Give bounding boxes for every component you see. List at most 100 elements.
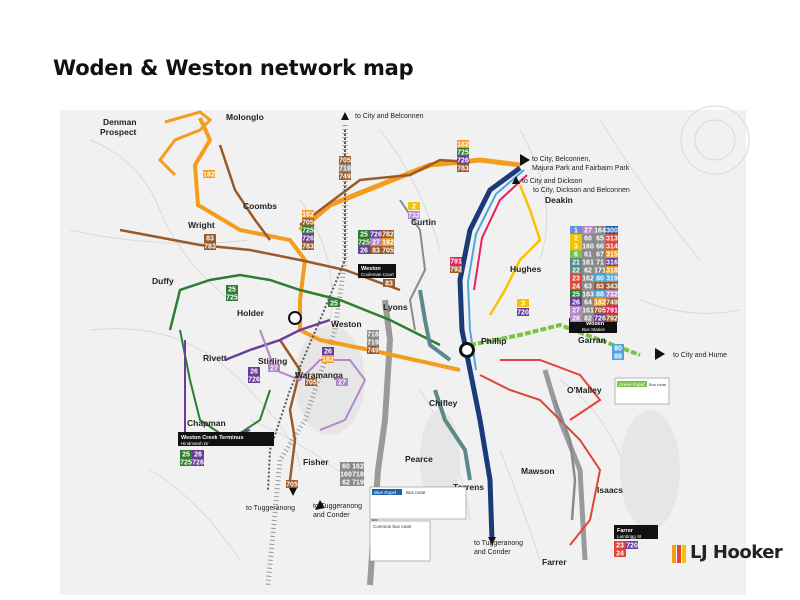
route-number: 705 bbox=[302, 219, 314, 226]
route-box-weston-25: 25 bbox=[328, 299, 340, 307]
route-number: 27 bbox=[372, 239, 380, 246]
suburb-weston: Weston bbox=[331, 319, 362, 329]
route-number: 162 bbox=[352, 463, 364, 470]
route-number: 182 bbox=[457, 141, 469, 148]
route-number: 80 bbox=[614, 345, 622, 352]
route-box-bg bbox=[328, 299, 340, 307]
route-number: 318 bbox=[606, 267, 618, 274]
station-weston-marker bbox=[288, 311, 302, 325]
route-number: 66 bbox=[596, 243, 604, 250]
route-box-bg bbox=[352, 470, 364, 478]
route-number: 2 bbox=[574, 235, 578, 242]
route-box-bg bbox=[358, 238, 370, 246]
dest-tuggeranong: to Tuggeranong bbox=[246, 505, 295, 512]
route-number: 71 bbox=[596, 259, 604, 266]
route-box-bg bbox=[358, 230, 370, 238]
route-box-bg bbox=[582, 226, 594, 234]
route-number: 80 bbox=[596, 275, 604, 282]
route-orange-west bbox=[192, 117, 461, 372]
route-box-bg bbox=[340, 470, 352, 478]
route-number: 63 bbox=[584, 283, 592, 290]
route-box-bg bbox=[180, 450, 192, 458]
svg-text:Cooleman Court: Cooleman Court bbox=[361, 272, 395, 277]
dest-city-hume: to City and Hume bbox=[673, 352, 727, 359]
route-box-bg bbox=[226, 293, 238, 301]
route-purple-rivett bbox=[224, 318, 331, 362]
route-number: 61 bbox=[584, 251, 592, 258]
svg-text:Bus route: Bus route bbox=[406, 490, 426, 495]
route-box-bg bbox=[408, 211, 420, 219]
route-pink bbox=[473, 174, 528, 291]
route-box-bg bbox=[614, 541, 626, 549]
route-box-bg bbox=[594, 298, 606, 306]
route-number: 22 bbox=[572, 267, 580, 274]
route-number: 182 bbox=[322, 356, 334, 363]
route-number: 315 bbox=[606, 251, 618, 258]
route-red-omalley bbox=[500, 359, 602, 421]
route-box-curtin-2: 2 bbox=[408, 202, 420, 210]
route-teal-chifley bbox=[433, 389, 472, 481]
route-box-bg bbox=[383, 279, 395, 287]
route-box-bg bbox=[192, 450, 204, 458]
brand-name: LJ Hooker bbox=[690, 542, 783, 563]
route-number: 26 bbox=[250, 368, 258, 375]
route-number: 83 bbox=[596, 283, 604, 290]
route-box-bg bbox=[594, 266, 606, 274]
suburb-wright: Wright bbox=[188, 220, 215, 230]
route-number: 319 bbox=[606, 275, 618, 282]
stop-farrer: Farrer Lambrigg St bbox=[614, 525, 658, 539]
route-box-bg bbox=[606, 298, 618, 306]
route-box-bg bbox=[582, 258, 594, 266]
route-number: 2 bbox=[412, 203, 416, 210]
route-box-bg bbox=[606, 234, 618, 242]
arrow-city-dickson bbox=[512, 176, 520, 184]
route-number: 725 bbox=[457, 149, 469, 156]
route-box-bg bbox=[594, 282, 606, 290]
suburb-holder: Holder bbox=[237, 308, 265, 318]
route-box-bg bbox=[594, 314, 606, 322]
suburb-phillip: Phillip bbox=[481, 336, 507, 346]
road-main-grey bbox=[265, 125, 348, 586]
suburb-lyons: Lyons bbox=[383, 302, 408, 312]
route-box-bg bbox=[408, 202, 420, 210]
route-red-mawson bbox=[479, 374, 602, 546]
route-box-hughes-720: 720 bbox=[517, 308, 529, 316]
route-number: 749 bbox=[606, 299, 618, 306]
svg-text:Farrer: Farrer bbox=[617, 528, 634, 534]
route-box-bg bbox=[370, 246, 382, 254]
route-box-bg bbox=[570, 226, 582, 234]
route-number: 726 bbox=[370, 231, 382, 238]
route-number: 726 bbox=[302, 235, 314, 242]
route-box-bg bbox=[367, 330, 379, 338]
route-number: 725 bbox=[358, 239, 370, 246]
route-box-bg bbox=[606, 258, 618, 266]
route-number: 28 bbox=[572, 315, 580, 322]
route-box-bg bbox=[352, 478, 364, 486]
arrow-city-majura bbox=[520, 154, 530, 166]
svg-text:Blue Rapid: Blue Rapid bbox=[374, 490, 397, 495]
route-box-bg bbox=[268, 364, 280, 372]
svg-text:Weston Creek Terminus: Weston Creek Terminus bbox=[181, 435, 243, 441]
route-number: 21 bbox=[572, 259, 580, 266]
arrow-tuggeranong-conder-w bbox=[315, 500, 325, 510]
route-number: 25 bbox=[330, 300, 338, 307]
suburb-deakin: Deakin bbox=[545, 195, 573, 205]
route-number: 25 bbox=[182, 451, 190, 458]
route-box-denman-182: 182 bbox=[203, 170, 215, 178]
route-number: 88 bbox=[614, 353, 622, 360]
route-number: 300 bbox=[606, 227, 618, 234]
svg-text:Woden: Woden bbox=[586, 321, 605, 327]
route-box-bg bbox=[570, 250, 582, 258]
route-box-bg bbox=[352, 462, 364, 470]
suburb-farrer: Farrer bbox=[542, 557, 567, 567]
route-number: 26 bbox=[360, 247, 368, 254]
route-number: 163 bbox=[582, 291, 594, 298]
route-box-bg bbox=[582, 290, 594, 298]
stop-weston-court: Weston Cooleman Court bbox=[358, 264, 396, 278]
route-box-bg bbox=[286, 480, 298, 488]
